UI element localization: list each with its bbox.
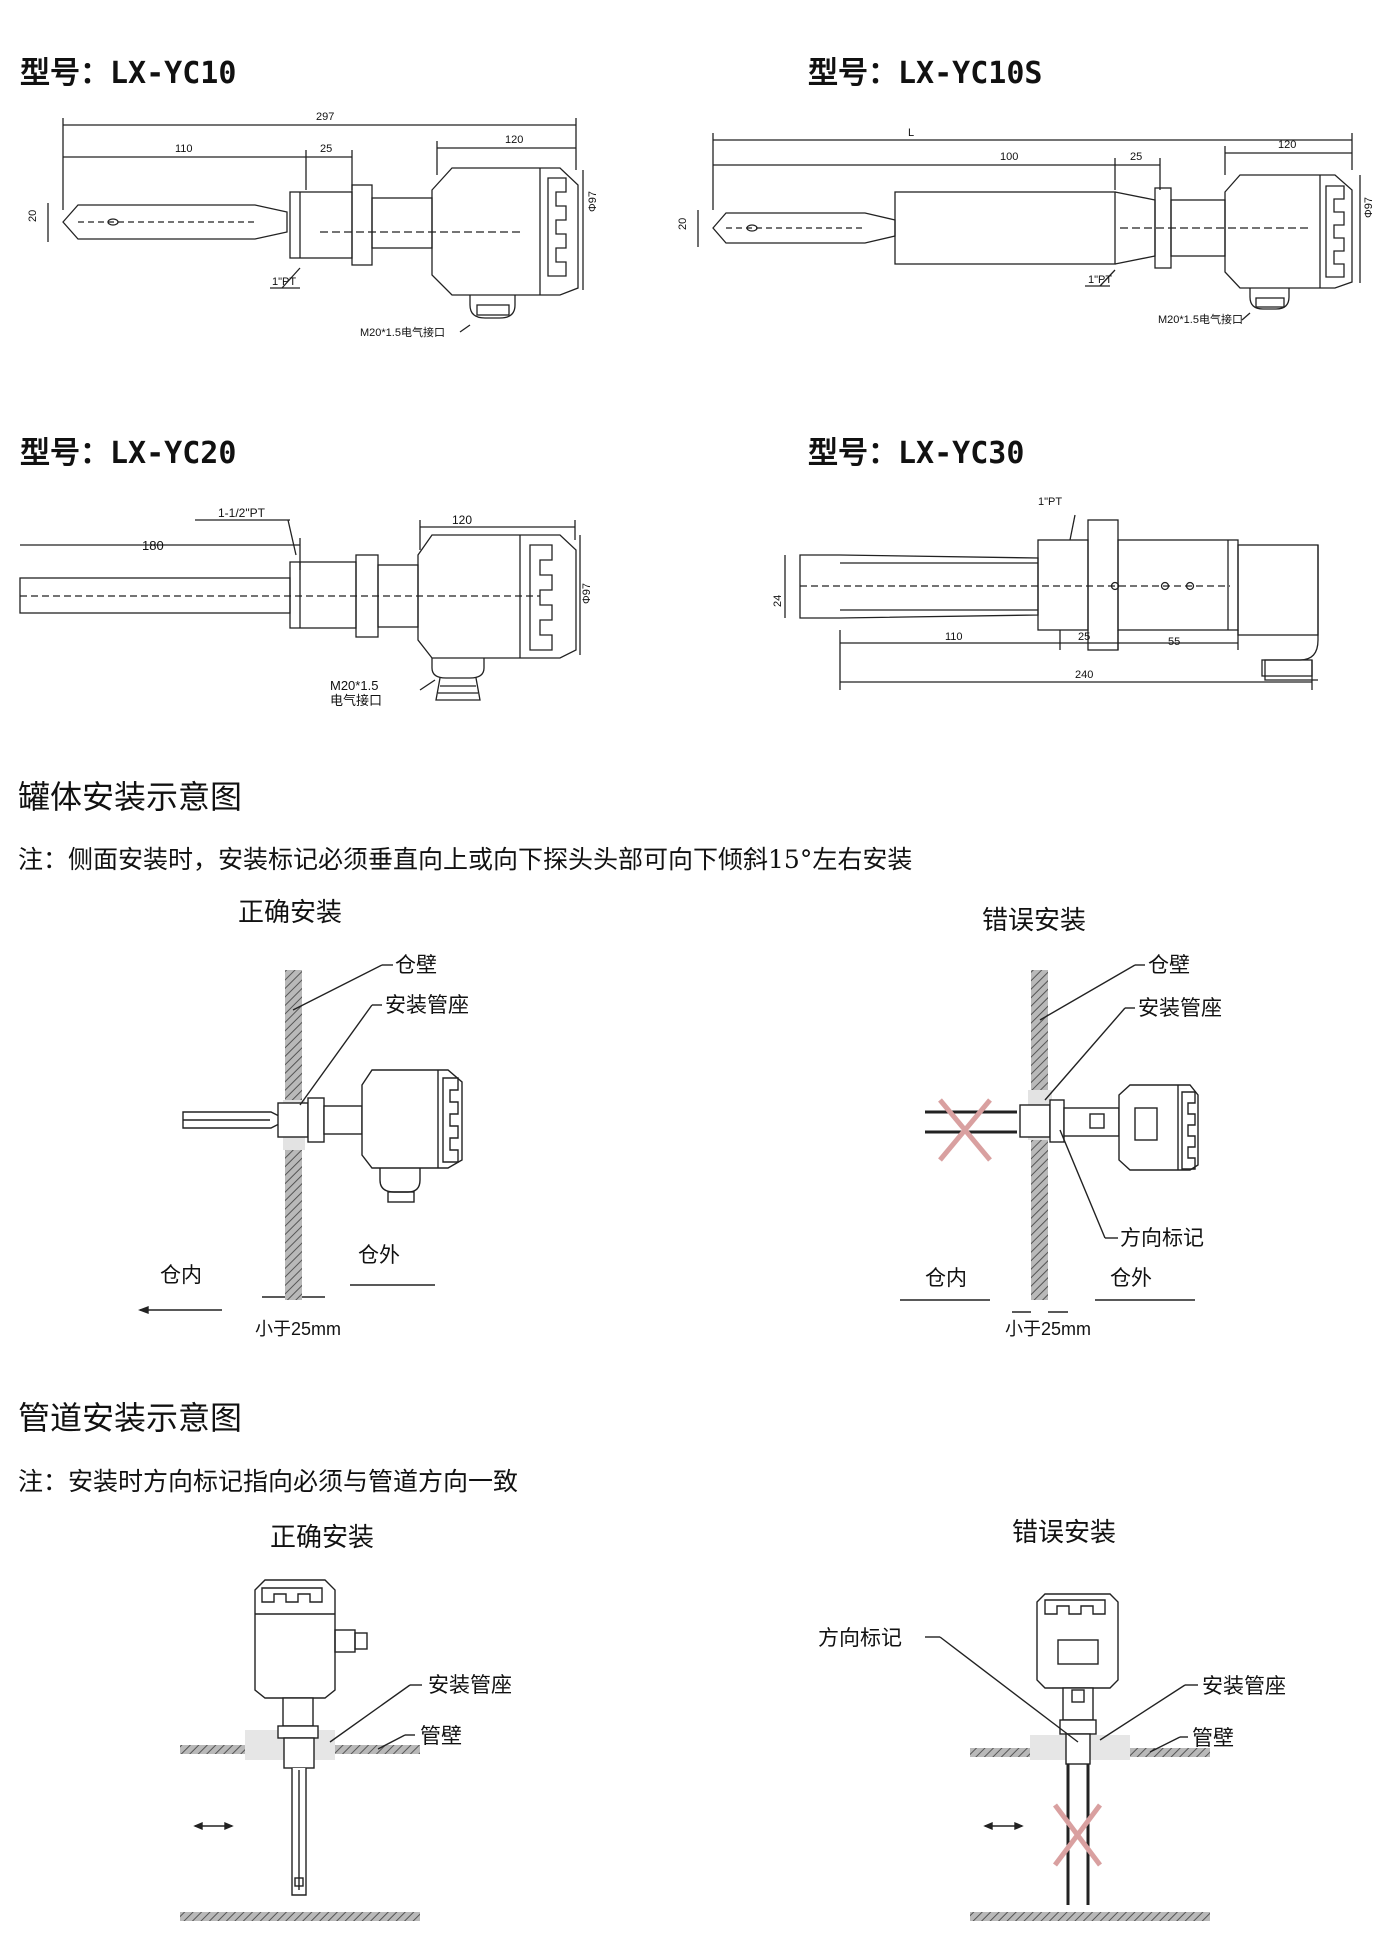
tank-wrong-wall-label: 仓壁 [1148,954,1190,977]
tank-wrong-seat-label: 安装管座 [1138,997,1222,1020]
dim-dia-yc10s: Φ97 [1363,197,1375,218]
pipe-wrong-label: 错误安装 [1012,1518,1117,1548]
pipe-wrong-wall-label: 管壁 [1192,1727,1234,1750]
dim-height-yc10: 20 [27,210,39,222]
model-title-yc10s: 型号：LX-YC10S [808,56,1043,91]
dim-height-yc10s: 20 [677,218,689,230]
tank-wrong-less-label: 小于25mm [1005,1319,1091,1339]
tank-section-title: 罐体安装示意图 [18,778,243,816]
dim-total-yc30: 240 [1075,669,1093,681]
tank-wrong-mark-label: 方向标记 [1120,1227,1204,1250]
dim-thread-yc30: 25 [1078,631,1090,643]
drawing-yc20: 180 1-1/2"PT 120 Φ97 M20*1.5 电气接口 [19,506,593,708]
dim-thread-yc10s: 25 [1130,151,1142,163]
dim-pt-yc10: 1"PT [272,276,296,288]
pipe-wrong-seat-label: 安装管座 [1202,1675,1286,1698]
dim-total-yc10: 297 [316,111,334,123]
pipe-section-title: 管道安装示意图 [18,1399,243,1437]
dim-conn-yc10s: M20*1.5电气接口 [1158,312,1243,326]
pipe-correct-label: 正确安装 [270,1523,375,1553]
tank-diagram: 仓壁 安装管座 仓内 仓外 小于25mm 仓壁 安装管座 方向标记 仓内 仓外 … [138,954,1222,1339]
dim-probe-yc10s: 100 [1000,151,1018,163]
dim-dia-yc20: Φ97 [581,583,593,604]
dim-mid-yc30: 55 [1168,636,1180,648]
dim-height-yc30: 24 [772,595,784,607]
dim-pt-yc20: 1-1/2"PT [218,506,266,520]
tank-wrong-inside-label: 仓内 [925,1267,967,1290]
pipe-correct-seat-label: 安装管座 [428,1674,512,1697]
dim-head-yc20: 120 [452,513,472,527]
model-title-yc10: 型号：LX-YC10 [20,56,237,91]
tank-correct-inside-label: 仓内 [160,1264,202,1287]
tank-correct-less-label: 小于25mm [255,1319,341,1339]
dim-head-yc10: 120 [505,134,523,146]
tank-correct-outside-label: 仓外 [358,1244,400,1267]
tank-correct-seat-label: 安装管座 [385,994,469,1017]
pipe-correct-wall-label: 管壁 [420,1725,462,1748]
tank-correct-wall-label: 仓壁 [395,954,437,977]
drawing-yc10s: L 100 25 120 20 Φ97 1"PT M20*1.5电气接口 [677,127,1375,326]
tank-correct-label: 正确安装 [238,898,343,928]
dim-probe-yc10: 110 [175,143,193,155]
model-title-yc20: 型号：LX-YC20 [20,436,237,471]
dim-dia-yc10: Φ97 [587,191,599,212]
dim-total-yc10s: L [908,127,914,139]
dim-probe-yc30: 110 [945,631,963,643]
dim-conn1-yc20: M20*1.5 [330,678,378,693]
dim-probe-yc20: 180 [142,538,164,553]
pipe-note: 注：安装时方向标记指向必须与管道方向一致 [18,1467,519,1496]
dim-pt-yc30: 1"PT [1038,496,1062,508]
pipe-wrong-mark-label: 方向标记 [818,1627,902,1650]
dim-conn-yc10: M20*1.5电气接口 [360,325,445,339]
dim-pt-yc10s: 1"PT [1088,274,1112,286]
dim-head-yc10s: 120 [1278,139,1296,151]
tank-wrong-outside-label: 仓外 [1110,1267,1152,1290]
tank-note: 注：侧面安装时，安装标记必须垂直向上或向下探头头部可向下倾斜15°左右安装 [18,845,913,874]
drawing-yc10: 297 110 25 120 20 Φ97 1"PT M20*1.5电气接口 [27,111,599,339]
dim-conn2-yc20: 电气接口 [330,693,382,708]
drawing-yc30: 1"PT 24 110 25 55 240 [772,496,1319,690]
tank-wrong-label: 错误安装 [982,906,1087,936]
model-title-yc30: 型号：LX-YC30 [808,436,1025,471]
dim-thread-yc10: 25 [320,143,332,155]
